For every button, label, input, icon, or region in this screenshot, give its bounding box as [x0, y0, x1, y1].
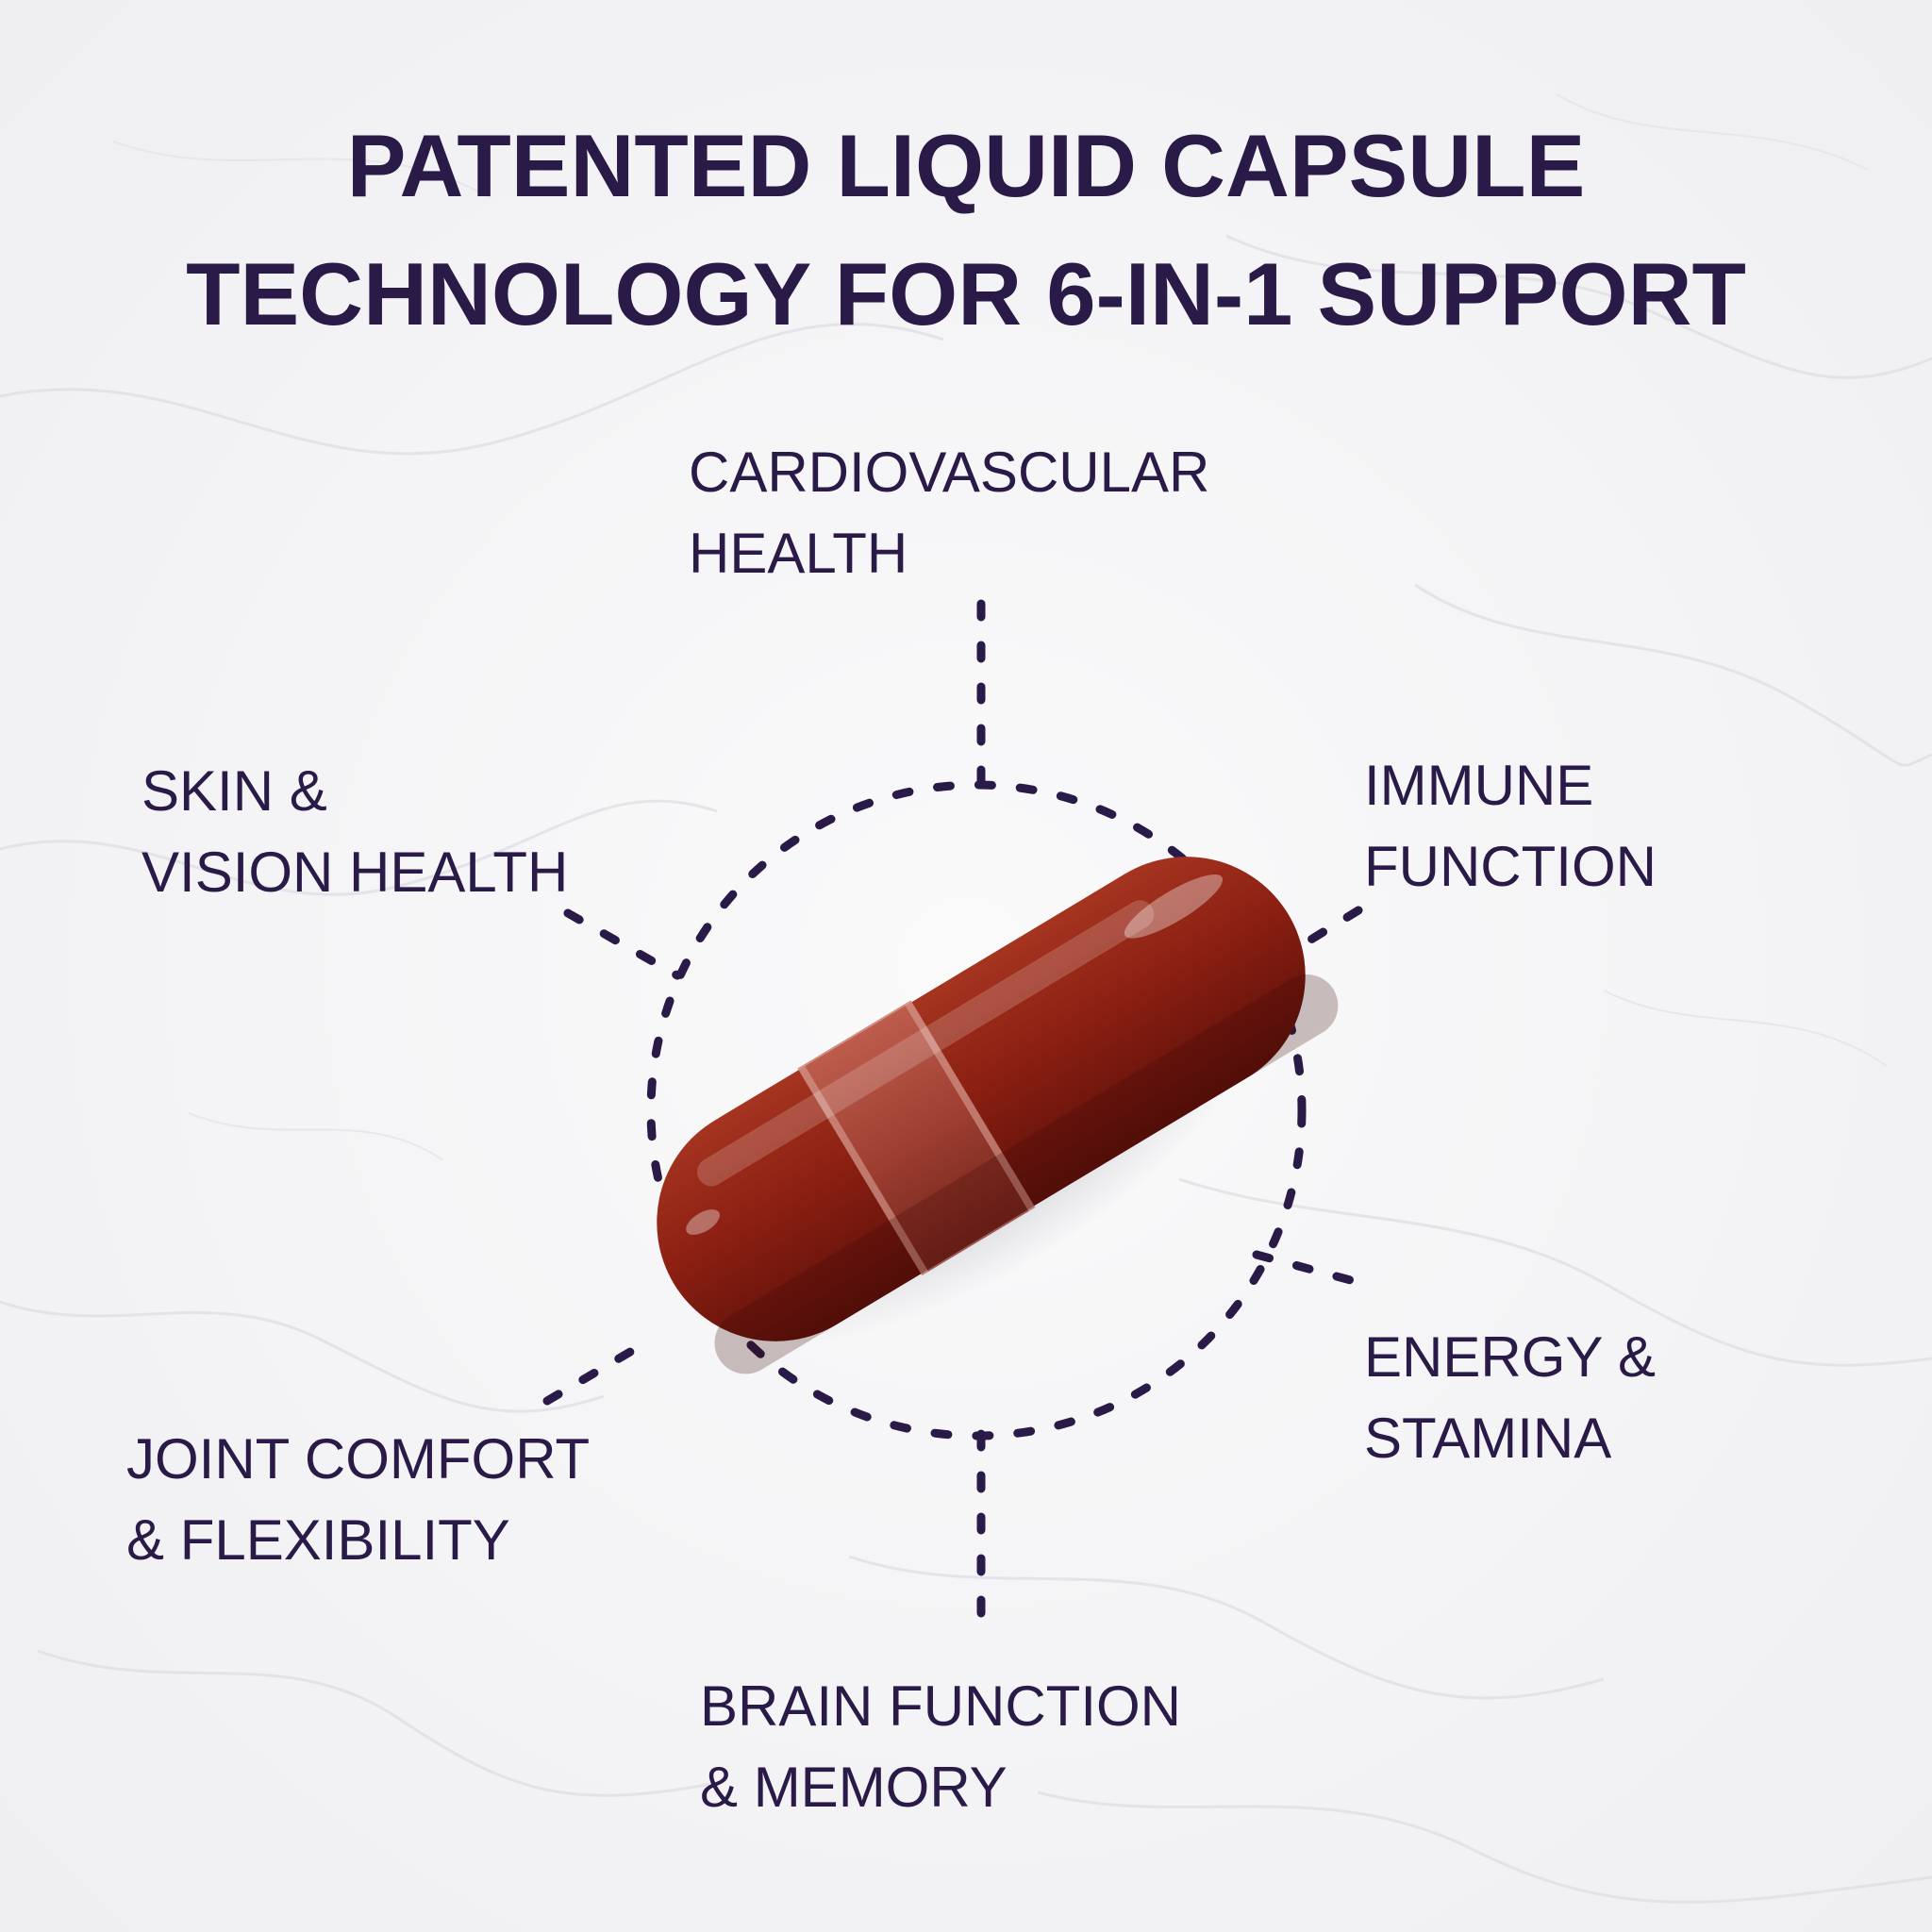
connector-energy [1252, 1250, 1373, 1290]
benefit-brain-function: BRAIN FUNCTION & MEMORY [700, 1666, 1181, 1828]
benefit-label: CARDIOVASCULAR [689, 441, 1210, 504]
benefit-label: SKIN & [142, 759, 327, 823]
connector-skin [563, 908, 682, 980]
benefit-label: VISION HEALTH [142, 841, 569, 904]
headline-line-2: TECHNOLOGY FOR 6-IN-1 SUPPORT [186, 244, 1746, 343]
benefit-label: IMMUNE [1364, 754, 1594, 817]
benefit-label: BRAIN FUNCTION [700, 1674, 1181, 1738]
benefit-skin-vision-health: SKIN & VISION HEALTH [142, 751, 568, 913]
headline-line-1: PATENTED LIQUID CAPSULE [346, 116, 1586, 215]
capsule-image [657, 857, 1339, 1374]
connector-immune [1280, 906, 1363, 960]
benefit-joint-comfort: JOINT COMFORT & FLEXIBILITY [126, 1419, 590, 1581]
benefit-cardiovascular-health: CARDIOVASCULAR HEALTH [689, 432, 1209, 594]
benefit-label: STAMINA [1364, 1407, 1612, 1470]
benefit-label: & MEMORY [700, 1756, 1008, 1819]
benefit-label: HEALTH [689, 522, 908, 585]
dashed-ring [646, 780, 1307, 1441]
connector-joint [542, 1335, 656, 1406]
benefit-label: JOINT COMFORT [126, 1427, 591, 1491]
benefit-immune-function: IMMUNE FUNCTION [1364, 745, 1657, 908]
benefit-label: ENERGY & [1364, 1325, 1656, 1389]
benefit-label: & FLEXIBILITY [126, 1508, 510, 1572]
benefit-energy-stamina: ENERGY & STAMINA [1364, 1317, 1656, 1479]
benefit-label: FUNCTION [1364, 835, 1657, 898]
headline: PATENTED LIQUID CAPSULE TECHNOLOGY FOR 6… [0, 102, 1932, 358]
